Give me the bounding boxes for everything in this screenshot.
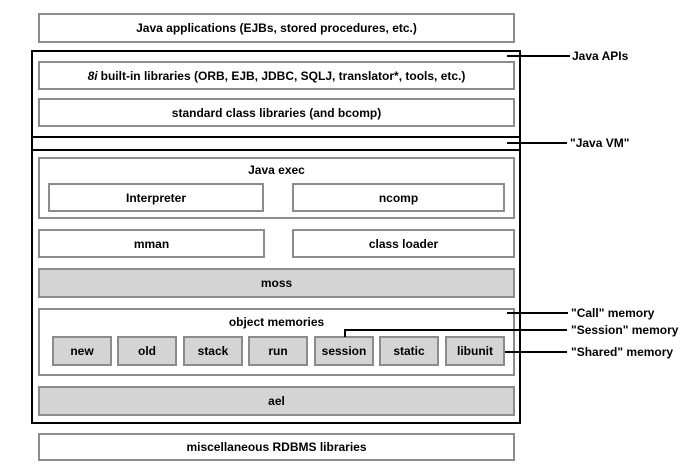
memory-cell-stack: stack	[183, 336, 243, 366]
java-vm-label: "Java VM"	[570, 136, 630, 150]
shared-memory-label: "Shared" memory	[571, 345, 674, 359]
builtin-libraries-prefix: 8i	[87, 68, 98, 83]
java-applications-box: Java applications (EJBs, stored procedur…	[38, 13, 515, 43]
session-memory-label: "Session" memory	[571, 323, 679, 337]
object-memories-title: object memories	[228, 315, 325, 329]
mman-box: mman	[38, 229, 265, 258]
rdbms-libraries-box: miscellaneous RDBMS libraries	[38, 433, 515, 461]
api-vm-divider-bottom-line	[31, 149, 521, 151]
call-memory-label: "Call" memory	[571, 306, 655, 320]
java-apis-leader-line	[507, 55, 570, 57]
memory-cell-session: session	[314, 336, 374, 366]
java-apis-label: Java APIs	[572, 49, 629, 63]
java-vm-leader-line	[507, 142, 567, 144]
shared-memory-leader-line	[505, 351, 567, 353]
builtin-libraries-label: built-in libraries (ORB, EJB, JDBC, SQLJ…	[100, 68, 466, 83]
session-memory-leader-line	[344, 329, 567, 331]
call-memory-leader-line	[507, 312, 568, 314]
interpreter-box: Interpreter	[48, 183, 264, 212]
class-loader-box: class loader	[292, 229, 515, 258]
memory-cell-run: run	[248, 336, 308, 366]
api-vm-divider-top-line	[31, 136, 521, 138]
session-memory-leader-drop	[344, 329, 346, 337]
memory-cell-static: static	[379, 336, 439, 366]
memory-cell-old: old	[117, 336, 177, 366]
java-exec-title: Java exec	[248, 163, 305, 177]
memory-cell-libunit: libunit	[445, 336, 505, 366]
ncomp-box: ncomp	[292, 183, 505, 212]
memory-cell-new: new	[52, 336, 112, 366]
ael-bar: ael	[38, 386, 515, 416]
builtin-libraries-bar: 8i built-in libraries (ORB, EJB, JDBC, S…	[38, 61, 515, 90]
moss-bar: moss	[38, 268, 515, 298]
standard-class-libraries-bar: standard class libraries (and bcomp)	[38, 98, 515, 127]
